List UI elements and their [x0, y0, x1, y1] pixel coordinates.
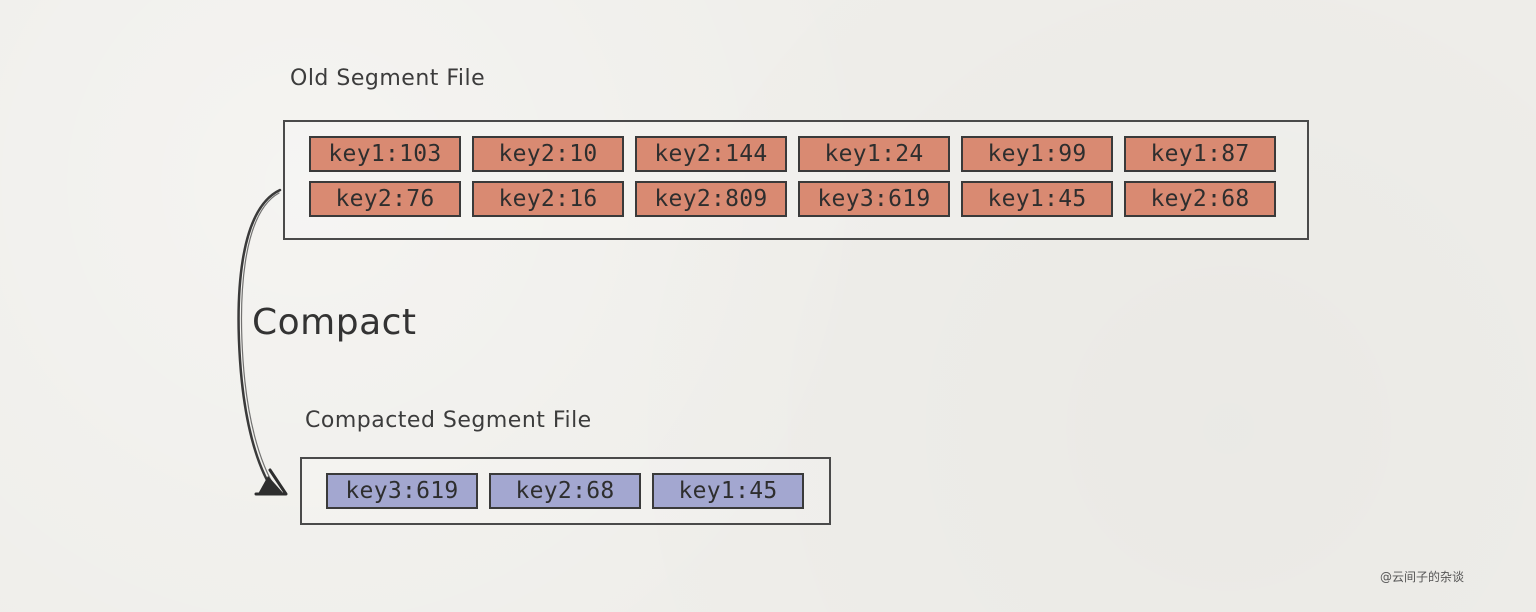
old-record: key2:68	[1124, 181, 1276, 217]
compacted-record: key1:45	[652, 473, 804, 509]
old-segment-file-box: key1:103 key2:10 key2:144 key1:24 key1:9…	[283, 120, 1309, 240]
compacted-segment-record-grid: key3:619 key2:68 key1:45	[326, 473, 804, 509]
old-record: key2:16	[472, 181, 624, 217]
compacted-segment-title: Compacted Segment File	[305, 408, 592, 433]
compact-label: Compact	[252, 302, 417, 343]
old-record: key3:619	[798, 181, 950, 217]
compacted-record: key3:619	[326, 473, 478, 509]
compacted-segment-file-box: key3:619 key2:68 key1:45	[300, 457, 831, 525]
old-record: key2:809	[635, 181, 787, 217]
compact-arrow-head	[254, 468, 288, 496]
old-segment-title: Old Segment File	[290, 66, 486, 91]
old-record: key2:10	[472, 136, 624, 172]
old-record: key2:76	[309, 181, 461, 217]
author-watermark: @云间子的杂谈	[1379, 570, 1464, 584]
old-record: key2:144	[635, 136, 787, 172]
old-record: key1:45	[961, 181, 1113, 217]
compacted-record: key2:68	[489, 473, 641, 509]
compact-arrow-head-fill	[258, 476, 284, 494]
old-record: key1:103	[309, 136, 461, 172]
old-segment-record-grid: key1:103 key2:10 key2:144 key1:24 key1:9…	[309, 136, 1276, 217]
old-record: key1:87	[1124, 136, 1276, 172]
old-record: key1:99	[961, 136, 1113, 172]
old-record: key1:24	[798, 136, 950, 172]
